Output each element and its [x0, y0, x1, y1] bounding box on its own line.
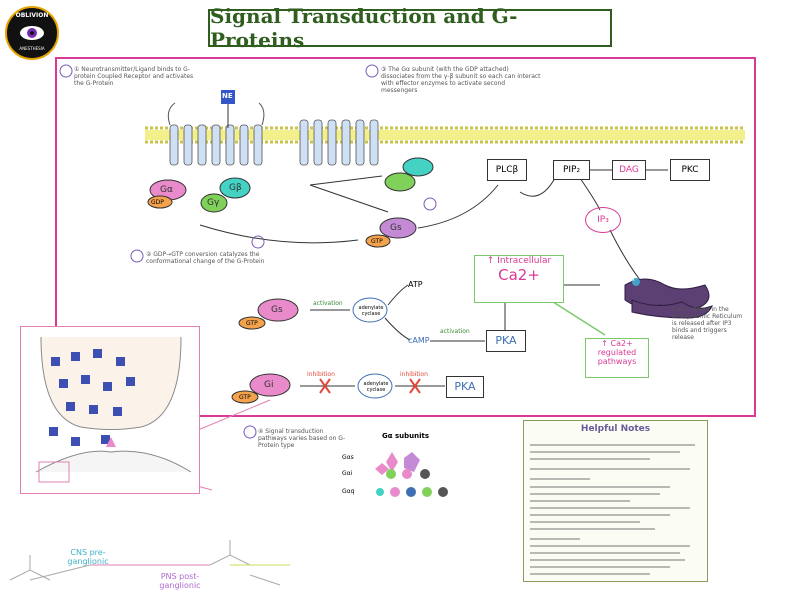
gaq-label: Gαq — [342, 488, 355, 495]
g-beta — [219, 177, 251, 199]
activation-label-2: activation — [440, 328, 470, 335]
ne-label: NE — [222, 92, 233, 100]
gai-label: Gαi — [342, 470, 353, 477]
main-diagram-frame — [55, 57, 756, 417]
gtp-lower-label: GTP — [239, 394, 251, 401]
ca-value: Ca2+ — [498, 266, 540, 284]
atp-label: ATP — [408, 280, 423, 289]
er-label: ER — [628, 277, 635, 283]
gs-active — [379, 217, 417, 239]
gbeta-label: Gβ — [229, 183, 242, 193]
galpha-label: Gα — [160, 185, 173, 195]
gs-middle — [257, 298, 299, 322]
gpcr-receptor-2 — [299, 119, 379, 166]
arrow-to-plc — [417, 184, 499, 229]
adenylate-cyclase-1 — [352, 297, 388, 323]
step-3-text: ③ The Gα subunit (with the GDP attached)… — [381, 66, 541, 94]
gi-lower — [249, 373, 291, 397]
pka-box-1: PKA — [486, 330, 526, 352]
plc-box: PLCβ — [487, 159, 527, 181]
ne-ligand — [221, 90, 235, 104]
arrow-dissoc — [309, 184, 389, 213]
cell-membrane — [145, 126, 745, 144]
inset-connector-1 — [197, 399, 271, 431]
gas-label: Gαs — [342, 454, 354, 461]
step-4-marker — [243, 425, 257, 439]
arrow-gdp-gtp — [199, 224, 359, 244]
activation-label-1: activation — [313, 300, 343, 307]
gtp-middle-label: GTP — [246, 320, 258, 327]
gdp-label: GDP — [151, 199, 164, 206]
step-3-marker — [365, 64, 379, 78]
oblivion-logo: OBLIVION ANESTHESIA — [5, 6, 59, 60]
pip2-box: PIP₂ — [553, 160, 590, 180]
adenylate-cyclase-2 — [357, 373, 393, 399]
adenylate-label-1: adenylate cyclase — [358, 305, 384, 317]
gdp-blob — [147, 195, 173, 209]
eye-icon — [20, 26, 44, 40]
helpful-notes-title: Helpful Notes — [580, 424, 651, 434]
gpcr-receptor-1 — [169, 124, 263, 166]
pkc-box: PKC — [670, 159, 710, 181]
notes-text-lines — [530, 444, 695, 575]
ggamma-label: Gγ — [207, 198, 220, 208]
synapse-inset — [20, 326, 200, 494]
ip3-circle: IP₃ — [585, 207, 621, 233]
ip3-receptor — [632, 278, 640, 286]
adenylate-label-2: adenylate cyclase — [363, 381, 389, 393]
inhibition-label-1: inhibition — [307, 371, 335, 378]
step-1-text: ① Neurotransmitter/Ligand binds to G-pro… — [74, 66, 194, 87]
g-beta-free — [402, 157, 434, 177]
gtp-lower — [231, 390, 259, 404]
dag-box: DAG — [612, 160, 646, 180]
gs-active-label: Gs — [390, 223, 402, 233]
step-2-marker — [130, 249, 144, 263]
gs-middle-label: Gs — [271, 305, 283, 315]
receptor-1-loops — [167, 102, 265, 126]
logo-text-top: OBLIVION — [15, 12, 49, 19]
helpful-notes-panel: Helpful Notes — [523, 420, 708, 582]
gtp-label: GTP — [371, 238, 383, 245]
inhibition-label-2: inhibition — [400, 371, 428, 378]
ca-box: ↑ Intracellular Ca2+ — [474, 255, 564, 303]
gtp-middle — [238, 316, 266, 330]
title-box: Signal Transduction and G-Proteins — [208, 4, 612, 52]
pns-label: PNS post-ganglionic — [159, 572, 201, 590]
er-note-text: Ca2+ stored in the Endoplasmic Reticulum… — [672, 306, 743, 341]
cns-label: CNS pre-ganglionic — [67, 548, 109, 566]
step-2-text: ② GDP→GTP conversion catalyzes the confo… — [146, 251, 265, 265]
pka-box-2: PKA — [446, 376, 484, 398]
ca-title: ↑ Intracellular — [486, 256, 552, 266]
synapse-drawing — [35, 336, 192, 483]
g-gamma — [200, 193, 228, 213]
galpha-subunit-shapes — [375, 452, 448, 497]
step-1-marker — [59, 64, 73, 78]
page-title: Signal Transduction and G-Proteins — [210, 4, 518, 52]
step-4-text: ④ Signal transduction pathways varies ba… — [258, 428, 346, 449]
g-gamma-free — [384, 172, 416, 192]
logo-text-bottom: ANESTHESIA — [19, 46, 45, 51]
camp-label: cAMP — [408, 336, 430, 345]
endoplasmic-reticulum — [624, 278, 713, 319]
ca-regulated-box: ↑ Ca2+ regulated pathways — [585, 338, 649, 378]
gtp-blob — [365, 234, 391, 248]
gi-lower-label: Gi — [264, 380, 274, 390]
step-3-circle — [423, 197, 437, 211]
subunits-title: Gα subunits — [382, 432, 430, 440]
step-2-circle — [251, 235, 265, 249]
neuron-drawings — [9, 540, 290, 586]
